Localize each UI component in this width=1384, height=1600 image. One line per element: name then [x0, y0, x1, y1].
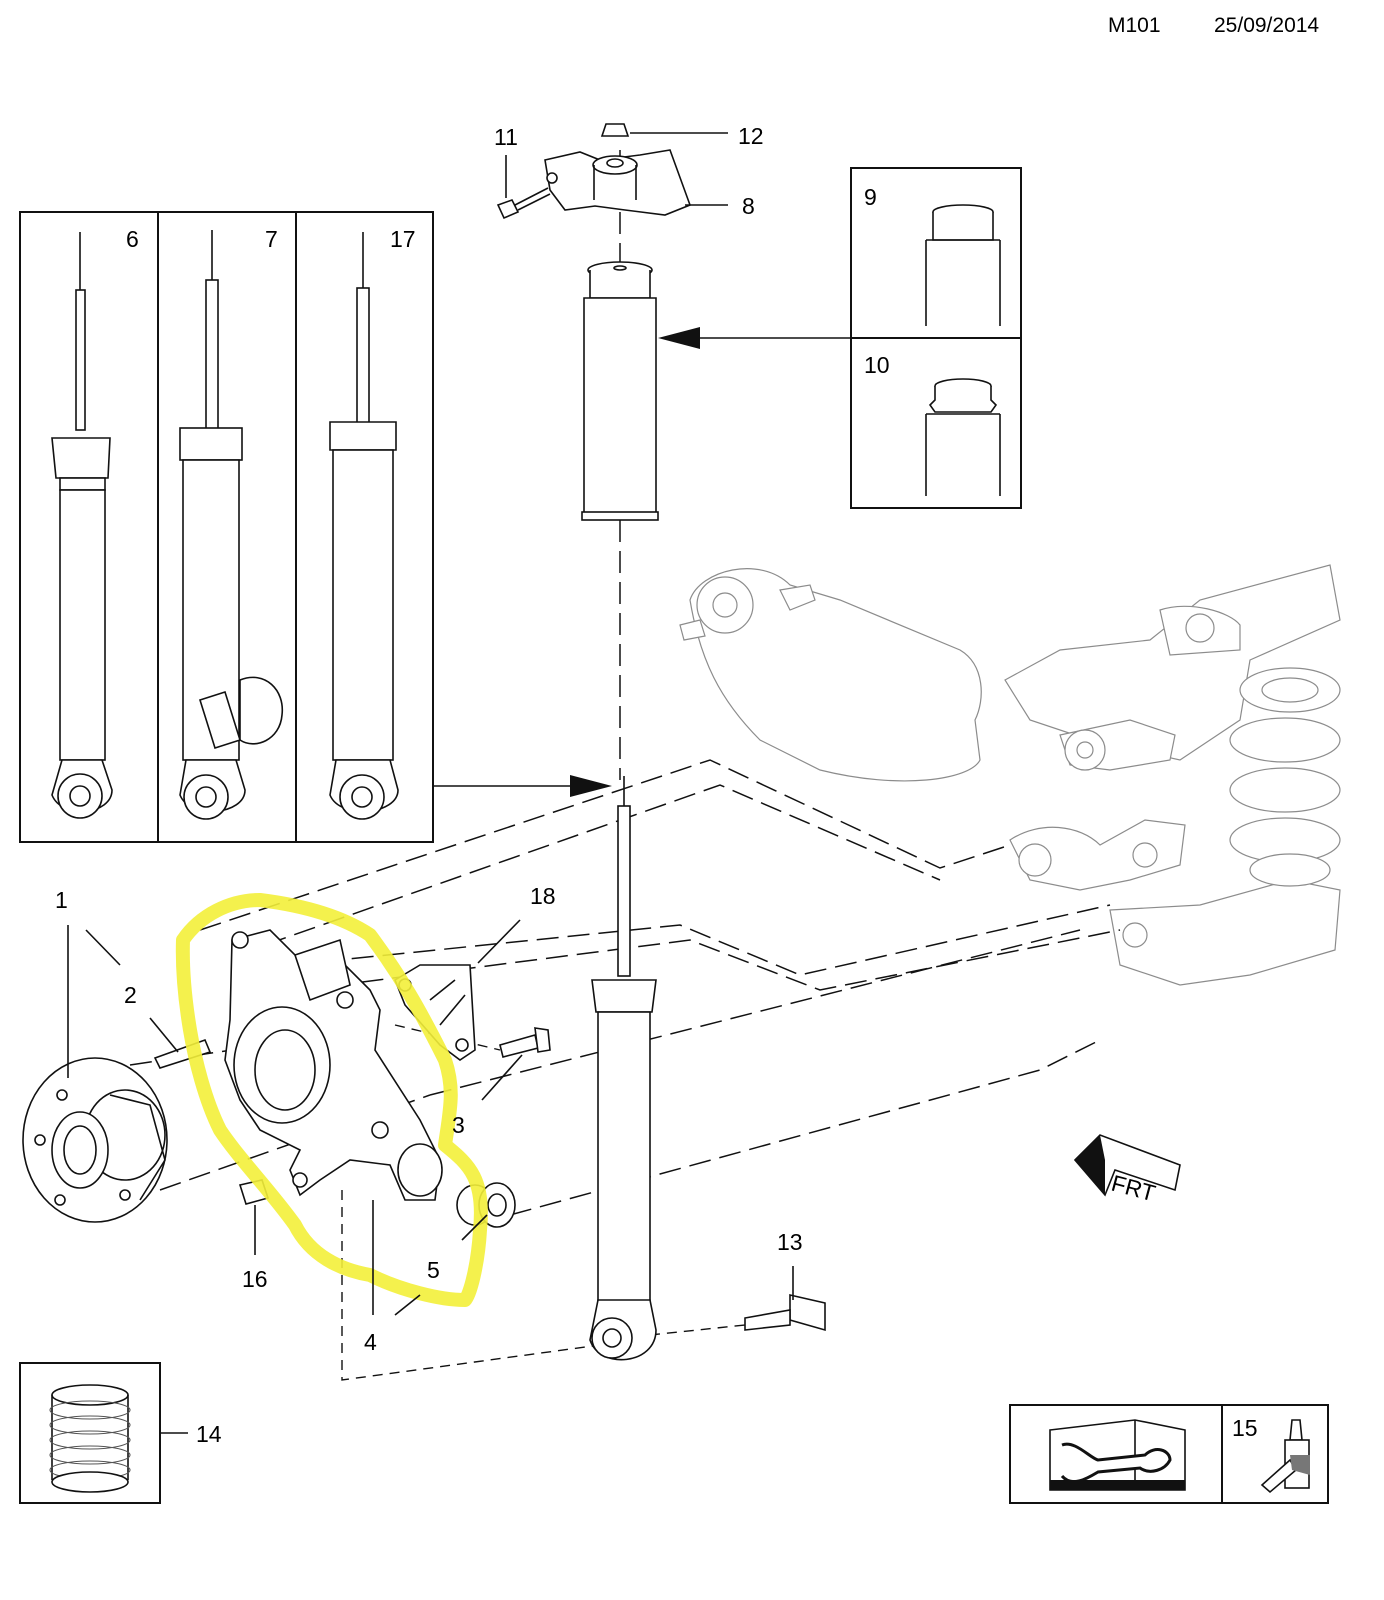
bolt-3 [499, 1027, 551, 1058]
callout-6: 6 [126, 226, 139, 252]
diagram-code: M101 [1108, 14, 1161, 37]
callout-13: 13 [777, 1229, 803, 1255]
shock-absorber-6 [51, 232, 113, 819]
bolt-11 [496, 187, 551, 220]
bump-stop-arrow [658, 327, 851, 349]
main-shock-absorber [589, 776, 657, 1361]
callout-5: 5 [427, 1257, 440, 1283]
callout-10: 10 [864, 352, 890, 378]
callout-2: 2 [124, 982, 137, 1008]
wheel-hub [22, 1057, 168, 1223]
callout-9: 9 [864, 184, 877, 210]
callout-4: 4 [364, 1329, 377, 1355]
shock-absorber-variants-box [19, 211, 434, 843]
assembly-lines [129, 150, 1121, 1381]
callout-labels: 1 2 3 4 5 6 7 8 9 10 11 12 13 14 15 16 1… [55, 123, 1258, 1447]
bellows-box [19, 1362, 188, 1504]
bump-stop-variants-box [850, 167, 1022, 509]
callout-18: 18 [530, 883, 556, 909]
callout-11: 11 [494, 124, 518, 150]
diagram-date: 25/09/2014 [1214, 14, 1320, 37]
callout-17: 17 [390, 226, 416, 252]
bump-stop [581, 261, 659, 521]
callout-1: 1 [55, 887, 68, 913]
highlight-outline [175, 893, 488, 1307]
callout-16: 16 [242, 1266, 268, 1292]
leader-lines [67, 132, 794, 1316]
service-info-box [1009, 1404, 1329, 1504]
upper-mount-bracket [544, 149, 692, 216]
callout-12: 12 [738, 123, 764, 149]
knuckle [224, 929, 443, 1201]
shock-absorber-7 [179, 230, 283, 820]
front-direction-arrow-icon: FRT [1073, 1134, 1181, 1206]
callout-8: 8 [742, 193, 755, 219]
adhesive-bottle-icon [1260, 1419, 1310, 1494]
callout-3: 3 [452, 1112, 465, 1138]
rear-subframe-ghost [679, 564, 1341, 986]
variants-arrow [433, 775, 612, 797]
bolt-13 [744, 1293, 826, 1332]
callout-15: 15 [1232, 1415, 1258, 1441]
nut-12 [600, 123, 630, 137]
callout-14: 14 [196, 1421, 222, 1447]
manual-book-icon [1049, 1419, 1186, 1491]
callout-7: 7 [265, 226, 278, 252]
shock-absorber-17 [329, 232, 399, 820]
